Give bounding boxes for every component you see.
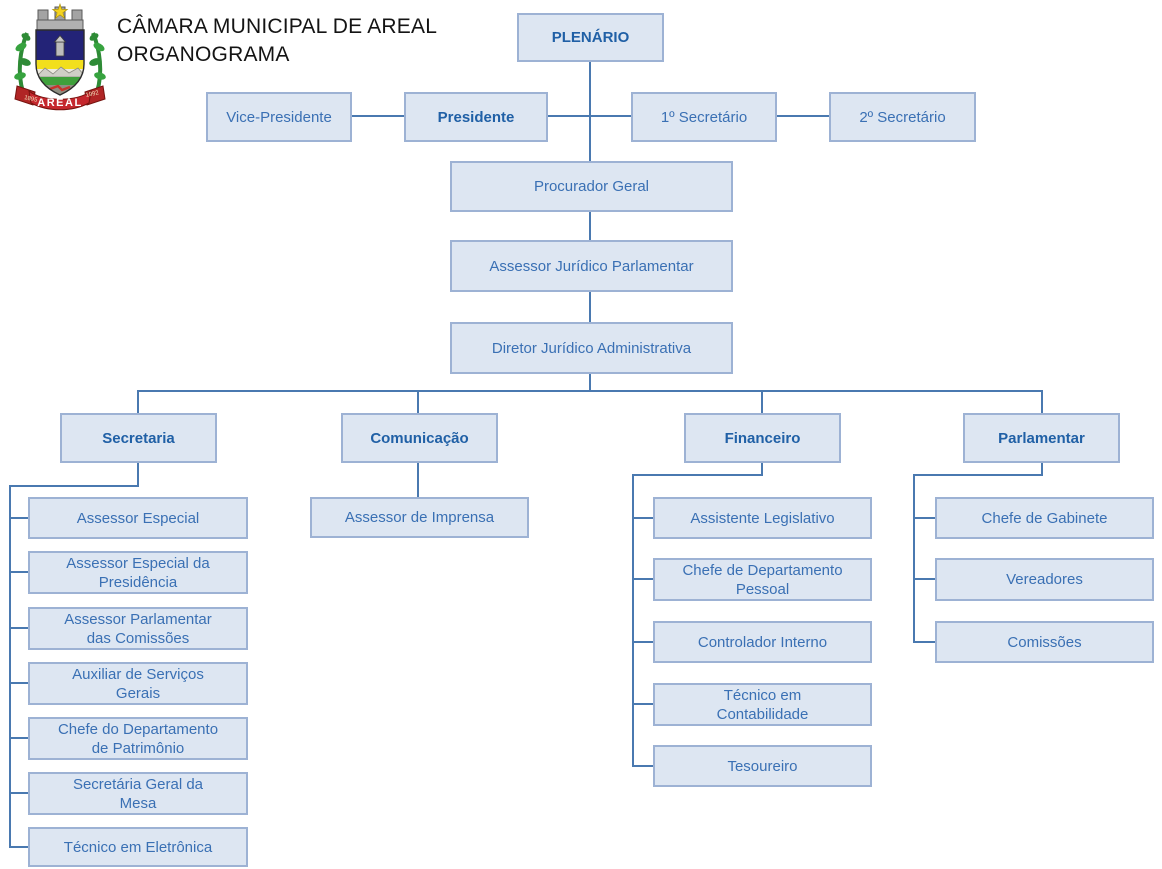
org-box-assessor-parlamentar-comissoes: Assessor Parlamentar das Comissões <box>28 607 248 650</box>
crest-crown <box>36 3 84 31</box>
org-box-vice-presidente: Vice-Presidente <box>206 92 352 142</box>
connector <box>632 703 653 705</box>
connector <box>9 627 28 629</box>
camara-areal-crest-icon: 1895 1992 AREAL <box>14 3 106 111</box>
page-title-line2: ORGANOGRAMA <box>117 43 290 66</box>
org-box-1-secretario: 1º Secretário <box>631 92 777 142</box>
connector <box>137 463 139 487</box>
branch-parlamentar: Parlamentar <box>963 413 1120 463</box>
crest-shield <box>35 29 85 96</box>
branch-financeiro: Financeiro <box>684 413 841 463</box>
connector <box>589 62 591 161</box>
org-box-chefe-gabinete: Chefe de Gabinete <box>935 497 1154 539</box>
connector <box>913 474 1043 476</box>
connector <box>1041 390 1043 413</box>
org-box-chefe-departamento-pessoal: Chefe de Departamento Pessoal <box>653 558 872 601</box>
connector <box>1041 463 1043 476</box>
connector <box>632 517 653 519</box>
org-box-assessor-especial: Assessor Especial <box>28 497 248 539</box>
connector <box>589 374 591 391</box>
crest-year-right: 1992 <box>85 90 100 99</box>
org-box-chefe-departamento-patrimonio: Chefe do Departamento de Patrimônio <box>28 717 248 760</box>
org-box-controlador-interno: Controlador Interno <box>653 621 872 663</box>
connector <box>417 463 419 497</box>
connector <box>632 765 653 767</box>
org-box-secretaria-geral-mesa: Secretária Geral da Mesa <box>28 772 248 815</box>
page-title: CÂMARA MUNICIPAL DE AREAL ORGANOGRAMA <box>117 13 437 69</box>
org-box-diretor-juridico-administrativa: Diretor Jurídico Administrativa <box>450 322 733 374</box>
connector <box>761 390 763 413</box>
org-box-vereadores: Vereadores <box>935 558 1154 601</box>
connector <box>9 517 28 519</box>
page-title-line1: CÂMARA MUNICIPAL DE AREAL <box>117 15 438 38</box>
crest-star-icon <box>51 3 69 19</box>
org-box-tesoureiro: Tesoureiro <box>653 745 872 787</box>
connector <box>137 390 139 413</box>
org-box-assessor-juridico-parlamentar: Assessor Jurídico Parlamentar <box>450 240 733 292</box>
org-box-plenario: PLENÁRIO <box>517 13 664 62</box>
org-box-tecnico-eletronica: Técnico em Eletrônica <box>28 827 248 867</box>
connector <box>761 463 763 476</box>
crest-year-left: 1895 <box>24 95 39 104</box>
org-box-assessor-especial-presidencia: Assessor Especial da Presidência <box>28 551 248 594</box>
crest-ribbon: 1895 1992 AREAL <box>14 85 106 111</box>
connector <box>589 212 591 240</box>
connector <box>777 115 829 117</box>
branch-secretaria: Secretaria <box>60 413 217 463</box>
connector <box>632 474 634 767</box>
connector <box>913 578 935 580</box>
connector <box>9 737 28 739</box>
connector <box>9 571 28 573</box>
connector <box>9 792 28 794</box>
org-box-2-secretario: 2º Secretário <box>829 92 976 142</box>
connector <box>9 682 28 684</box>
connector <box>913 474 915 643</box>
connector <box>913 517 935 519</box>
org-box-comissoes: Comissões <box>935 621 1154 663</box>
connector <box>632 641 653 643</box>
connector <box>9 485 139 487</box>
connector <box>589 292 591 322</box>
branch-comunicacao: Comunicação <box>341 413 498 463</box>
connector <box>9 485 11 848</box>
connector <box>632 474 763 476</box>
crest-ribbon-label: AREAL <box>37 97 82 109</box>
org-box-assistente-legislativo: Assistente Legislativo <box>653 497 872 539</box>
org-box-assessor-imprensa: Assessor de Imprensa <box>310 497 529 538</box>
org-box-presidente: Presidente <box>404 92 548 142</box>
connector <box>352 115 404 117</box>
connector <box>137 390 1043 392</box>
connector <box>417 390 419 413</box>
org-box-tecnico-contabilidade: Técnico em Contabilidade <box>653 683 872 726</box>
org-box-procurador-geral: Procurador Geral <box>450 161 733 212</box>
org-box-auxiliar-servicos-gerais: Auxiliar de Serviços Gerais <box>28 662 248 705</box>
connector <box>913 641 935 643</box>
connector <box>548 115 631 117</box>
connector <box>9 846 28 848</box>
connector <box>632 578 653 580</box>
